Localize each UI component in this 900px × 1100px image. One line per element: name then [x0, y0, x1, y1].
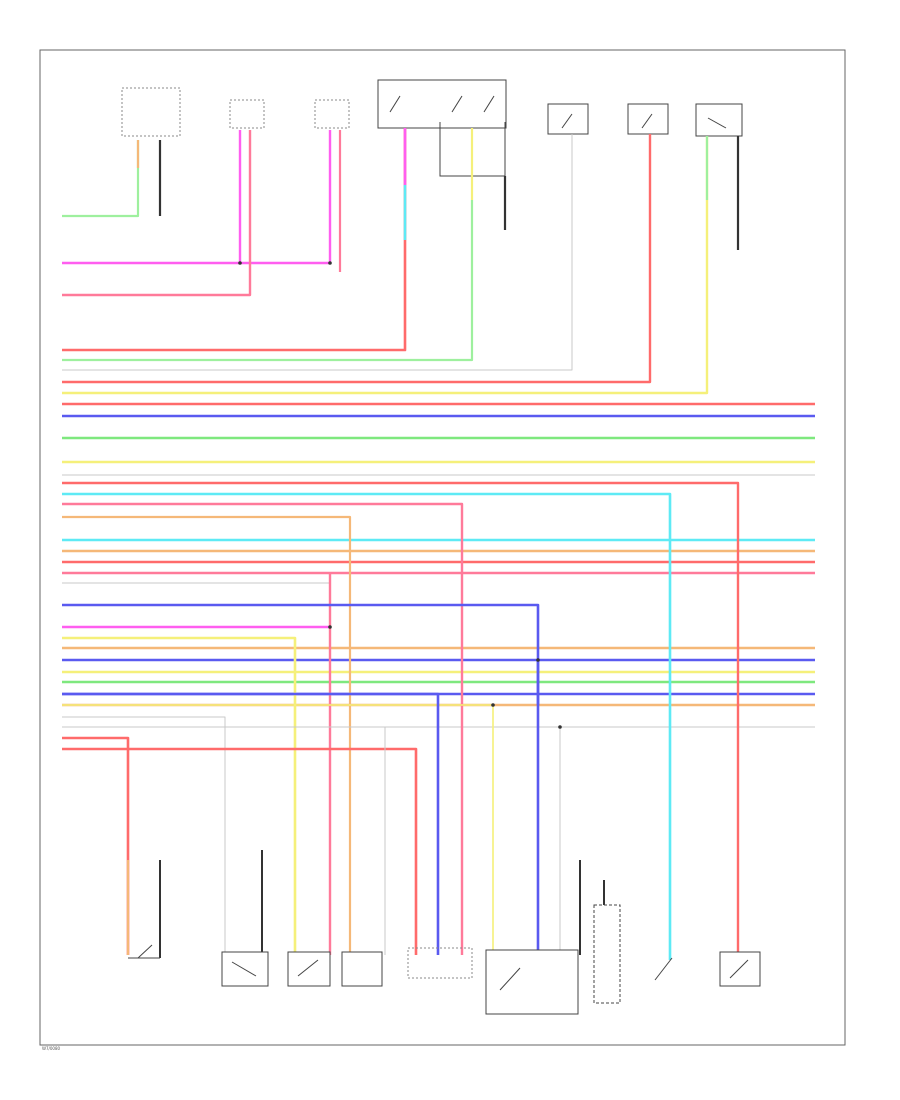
- wire-sensor7-yellow: [62, 136, 709, 395]
- top-switch-2: [229, 99, 265, 129]
- wire-module-green: [62, 140, 140, 218]
- wire-switch2-gray: [62, 716, 226, 955]
- splice-1: [238, 261, 242, 265]
- top-switch-3: [314, 99, 350, 129]
- wire-switch6-blue: [62, 603, 540, 955]
- bottom-resistor-7: [593, 904, 621, 1004]
- splice-2: [328, 261, 332, 265]
- bottom-connector-5: [407, 947, 473, 979]
- top-switch-5: [547, 103, 589, 135]
- figure-code: W7/0080: [42, 1046, 60, 1051]
- top-switch-6: [627, 103, 669, 135]
- bottom-switch-3: [287, 951, 331, 987]
- wire-bottom-switch9: [62, 481, 740, 952]
- wire-connector5-red: [62, 747, 418, 955]
- wire-switch2-magenta: [62, 130, 242, 265]
- diagram-border: [39, 49, 846, 1046]
- wire-relay-red: [62, 128, 407, 352]
- bottom-switch-8: [654, 957, 673, 981]
- splice-4: [491, 703, 495, 707]
- top-left-module: [121, 87, 181, 137]
- relay-assembly-top: [377, 79, 507, 177]
- wire-gray-mid: [62, 582, 331, 632]
- wire-relay4-orange: [62, 515, 352, 952]
- wire-switch6-red: [62, 134, 652, 384]
- splice-6: [536, 658, 540, 662]
- wire-yellow-thin: [62, 704, 494, 955]
- splice-3: [328, 625, 332, 629]
- bottom-relay-4: [341, 951, 383, 987]
- bottom-switch-9: [719, 951, 761, 987]
- wire-switch3-yellow: [62, 636, 297, 955]
- wire-switch2-pink: [62, 130, 252, 297]
- wire-relay4-gray: [62, 726, 386, 955]
- bottom-switch-assembly-6: [485, 949, 579, 1015]
- wire-switch5: [62, 134, 573, 371]
- bottom-switch-1: [128, 944, 160, 959]
- wire-bottom-switch8: [62, 492, 672, 960]
- top-sensor-7: [695, 103, 743, 137]
- wire-switch1-red: [62, 736, 130, 955]
- wire-harness: [62, 128, 815, 960]
- wire-switch3-magenta: [240, 130, 332, 265]
- wire-connector5-pink: [62, 502, 464, 955]
- bottom-switch-2: [221, 951, 269, 987]
- wire-relay-green: [62, 200, 474, 362]
- splice-5: [558, 725, 562, 729]
- wire-connector5-blue: [62, 692, 440, 955]
